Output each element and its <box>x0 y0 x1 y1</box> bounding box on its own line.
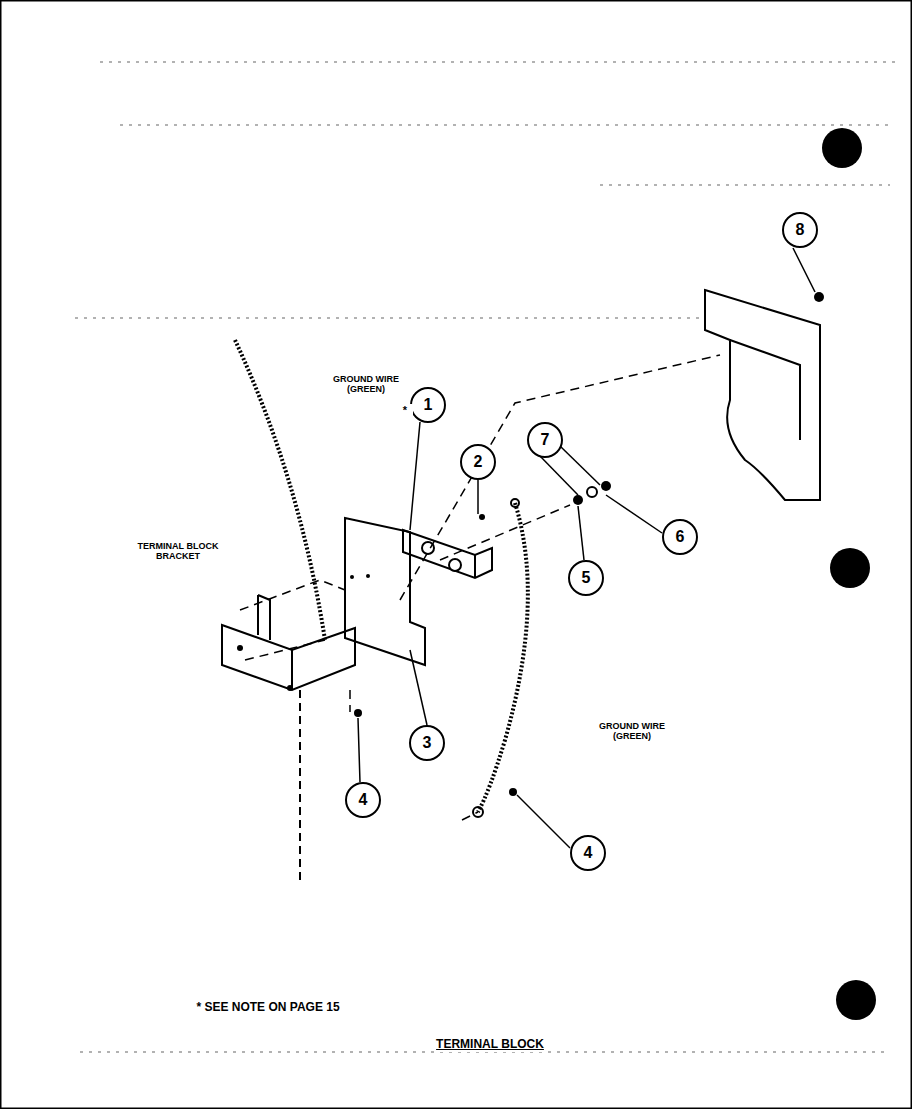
callout-circle: 7 <box>527 422 563 458</box>
part-label: * <box>397 404 413 416</box>
part-label: GROUND WIRE (GREEN) <box>322 375 410 395</box>
callout-number: 2 <box>474 454 483 470</box>
callout-circle: 8 <box>782 212 818 248</box>
callout-circle: 2 <box>460 444 496 480</box>
figure-caption: TERMINAL BLOCK <box>434 1038 546 1051</box>
callout-number: 4 <box>584 845 593 861</box>
part-label: GROUND WIRE (GREEN) <box>588 722 676 742</box>
callout-circle: 4 <box>345 782 381 818</box>
callout-number: 6 <box>676 529 685 545</box>
callout-circle: 3 <box>409 725 445 761</box>
callout-number: 4 <box>359 792 368 808</box>
part-label: TERMINAL BLOCK BRACKET <box>130 542 226 562</box>
part-label: * SEE NOTE ON PAGE 15 <box>156 1001 380 1014</box>
callout-circle: 5 <box>568 560 604 596</box>
callout-number: 3 <box>423 735 432 751</box>
callout-number: 5 <box>582 570 591 586</box>
callout-circle: 4 <box>570 835 606 871</box>
callout-number: 7 <box>541 432 550 448</box>
callout-number: 1 <box>424 397 433 413</box>
callout-circle: 6 <box>662 519 698 555</box>
callout-number: 8 <box>796 222 805 238</box>
callout-circle: 1 <box>410 387 446 423</box>
